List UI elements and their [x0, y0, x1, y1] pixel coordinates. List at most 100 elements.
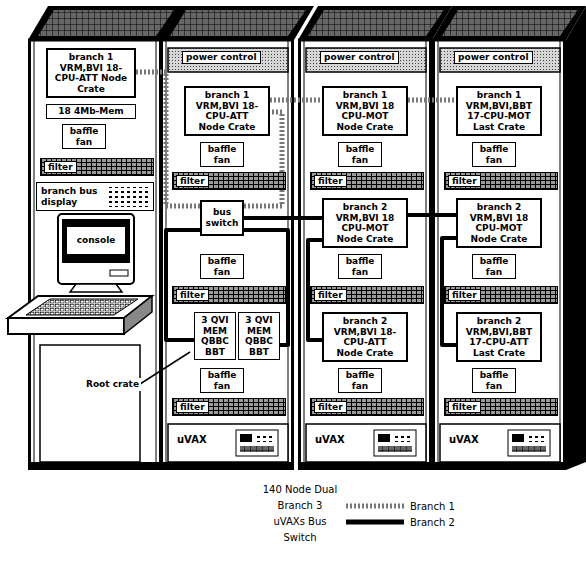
- air-filter: filter: [310, 172, 424, 190]
- uvax-host-text: uVAX: [315, 434, 345, 446]
- baffle-fan-text: baffle fan: [203, 370, 241, 391]
- uvax-host: uVAX: [176, 434, 208, 446]
- air-filter: filter: [444, 286, 558, 304]
- air-filter: filter: [40, 158, 154, 176]
- baffle-fan: baffle fan: [62, 124, 106, 149]
- node-crate: branch 1 VRM,BVI,BBT 17-CPU-MOT Last Cra…: [456, 86, 542, 136]
- baffle-fan-text: baffle fan: [475, 256, 513, 277]
- branch1-cable: [270, 98, 322, 103]
- node-crate-text: branch 1 VRM,BVI,BBT 17-CPU-MOT Last Cra…: [463, 90, 535, 132]
- legend-item: Branch 2: [344, 514, 455, 530]
- air-filter: filter: [172, 286, 286, 304]
- air-filter-text: filter: [176, 401, 209, 413]
- air-filter: filter: [310, 398, 424, 416]
- legend-line: [346, 520, 404, 525]
- baffle-fan: baffle fan: [200, 254, 244, 279]
- callout-label: Root crate: [84, 378, 141, 391]
- baffle-fan: baffle fan: [200, 368, 244, 393]
- monitor-bezel: [62, 219, 130, 263]
- node-crate-text: branch 1 VRM,BVI 18-CPU-ATT Node Crate: [53, 52, 129, 94]
- baffle-fan: baffle fan: [200, 142, 244, 167]
- cabinet: [28, 6, 182, 470]
- legend-text: Branch 2: [410, 517, 455, 528]
- node-crate: branch 2 VRM,BVI,BBT 17-CPU-ATT Last Cra…: [456, 312, 542, 362]
- uvax-host-text: uVAX: [177, 434, 207, 446]
- air-filter: filter: [172, 398, 286, 416]
- power-control-text: power control: [186, 52, 257, 63]
- baffle-fan: baffle fan: [472, 254, 516, 279]
- baffle-fan: baffle fan: [472, 368, 516, 393]
- branch2-cable: [244, 216, 322, 220]
- baffle-fan-text: baffle fan: [65, 126, 103, 147]
- legend-item: Branch 1: [344, 498, 455, 514]
- rack-fittings: [306, 48, 426, 462]
- tray-side: [124, 296, 152, 334]
- tray-front: [8, 318, 124, 334]
- leader-line: [140, 352, 190, 384]
- air-filter: filter: [444, 398, 558, 416]
- node-crate: branch 2 VRM,BVI 18 CPU-MOT Node Crate: [322, 198, 408, 248]
- keyboard: [26, 299, 138, 315]
- baffle-fan: baffle fan: [338, 142, 382, 167]
- console-screen-text: console: [69, 235, 123, 246]
- baffle-fan-text: baffle fan: [475, 144, 513, 165]
- cabinet: [298, 6, 452, 470]
- uvax-host: uVAX: [448, 434, 480, 446]
- power-control-text: power control: [458, 52, 529, 63]
- legend: Branch 1 Branch 2: [344, 498, 455, 530]
- uvax-host: uVAX: [314, 434, 346, 446]
- air-filter: filter: [172, 172, 286, 190]
- baffle-fan-text: baffle fan: [341, 370, 379, 391]
- baffle-fan: baffle fan: [472, 142, 516, 167]
- baffle-fan-text: baffle fan: [341, 144, 379, 165]
- rack-fittings: [168, 48, 288, 462]
- air-filter-text: filter: [448, 401, 481, 413]
- caption-block: 140 Node Dual Branch 3 uVAXs Bus Switch: [262, 482, 338, 546]
- root-crate-board-text: 3 QVI MEM QBBC BBT: [241, 315, 277, 357]
- root-crate-board-text: 3 QVI MEM QBBC BBT: [197, 315, 233, 357]
- power-control-text: power control: [324, 52, 395, 63]
- node-crate-text: branch 2 VRM,BVI 18-CPU-ATT Node Crate: [329, 316, 401, 358]
- air-filter-text: filter: [314, 289, 347, 301]
- baffle-fan: baffle fan: [338, 368, 382, 393]
- air-filter-text: filter: [176, 175, 209, 187]
- console-screen: console: [66, 226, 126, 255]
- node-crate-text: branch 2 VRM,BVI,BBT 17-CPU-ATT Last Cra…: [463, 316, 535, 358]
- air-filter-text: filter: [44, 161, 77, 173]
- node-crate: branch 2 VRM,BVI 18 CPU-MOT Node Crate: [456, 198, 542, 248]
- bus-display-text: branch bus display: [41, 186, 101, 207]
- root-crate-board: 3 QVI MEM QBBC BBT: [194, 312, 236, 360]
- baffle-fan-text: baffle fan: [475, 370, 513, 391]
- legend-sample: [344, 514, 406, 530]
- monitor-stand: [70, 284, 122, 292]
- cabinet-opening: [40, 345, 140, 462]
- bus-switch: bus switch: [200, 200, 244, 236]
- air-filter-text: filter: [314, 175, 347, 187]
- memory-module-text: 18 4Mb-Mem: [49, 106, 133, 117]
- node-crate-text: branch 2 VRM,BVI 18 CPU-MOT Node Crate: [463, 202, 535, 244]
- node-crate-text: branch 1 VRM,BVI 18-CPU-ATT Node Crate: [191, 90, 263, 132]
- air-filter-text: filter: [176, 289, 209, 301]
- air-filter: filter: [310, 286, 424, 304]
- branch2-cable: [408, 213, 456, 217]
- root-crate-board: 3 QVI MEM QBBC BBT: [238, 312, 280, 360]
- bus-switch-text: bus switch: [203, 207, 241, 228]
- caption-text: 140 Node Dual Branch 3 uVAXs Bus Switch: [263, 484, 338, 543]
- cabinet: [432, 6, 586, 470]
- air-filter-text: filter: [448, 289, 481, 301]
- cabinet-side: [566, 6, 586, 470]
- node-crate: branch 1 VRM,BVI 18-CPU-ATT Node Crate: [184, 86, 270, 136]
- monitor-body: [58, 214, 134, 284]
- baffle-fan-text: baffle fan: [203, 144, 241, 165]
- legend-sample: [344, 498, 406, 514]
- baffle-fan-text: baffle fan: [203, 256, 241, 277]
- baffle-fan: baffle fan: [338, 254, 382, 279]
- node-crate: branch 1 VRM,BVI 18-CPU-ATT Node Crate: [46, 48, 136, 98]
- power-control: power control: [454, 51, 533, 64]
- power-control: power control: [320, 51, 399, 64]
- power-control: power control: [182, 51, 261, 64]
- air-filter-text: filter: [448, 175, 481, 187]
- rack-fittings: [440, 48, 560, 462]
- uvax-host-text: uVAX: [449, 434, 479, 446]
- node-crate-text: branch 1 VRM,BVI 18 CPU-MOT Node Crate: [329, 90, 401, 132]
